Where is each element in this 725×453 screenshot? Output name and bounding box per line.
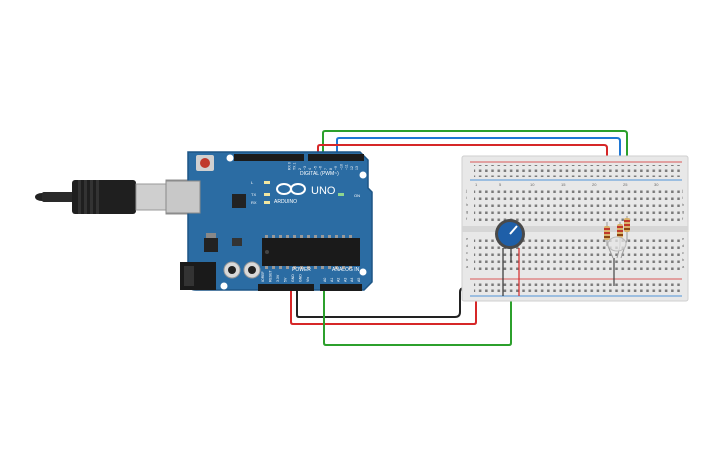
row-letter: c xyxy=(466,250,468,255)
row-letter: j xyxy=(681,188,683,193)
wire-green-top[interactable] xyxy=(322,130,628,222)
analog-pin-label: A0 xyxy=(323,278,327,282)
row-letter: a xyxy=(682,264,685,269)
arduino-uno-board[interactable]: UNO ARDUINO DIGITAL (PWM~) POWER ANALOG … xyxy=(165,151,373,291)
row-letter: j xyxy=(465,188,467,193)
board-brand: ARDUINO xyxy=(274,199,297,205)
wire-red-top[interactable] xyxy=(317,144,608,222)
wire-blue[interactable] xyxy=(336,137,621,222)
digital-pin-label: ~9 xyxy=(334,166,338,170)
digital-pin-label: RX 0 xyxy=(287,162,291,170)
digital-label: DIGITAL (PWM~) xyxy=(300,171,339,177)
row-letter: e xyxy=(466,236,469,241)
analog-pin-label: A2 xyxy=(337,278,341,282)
row-letter: d xyxy=(682,243,684,248)
digital-pin-label: ~10 xyxy=(339,164,343,170)
power-pin-label: 3.3V xyxy=(276,274,280,282)
row-letter: b xyxy=(466,257,469,262)
row-letter: i xyxy=(682,195,683,200)
board-name: UNO xyxy=(311,185,336,197)
resistors xyxy=(604,216,630,246)
usb-socket xyxy=(165,180,201,214)
voltage-regulator xyxy=(204,238,218,252)
col-number-20: 20 xyxy=(592,182,597,187)
tx-label: TX xyxy=(251,192,256,197)
wire-black-gnd[interactable] xyxy=(296,287,476,318)
atmega-chip xyxy=(262,235,360,269)
reset-button[interactable] xyxy=(196,155,214,171)
crystal xyxy=(232,238,242,246)
col-number-25: 25 xyxy=(623,182,628,187)
digital-pin-label: TX 1 xyxy=(293,163,297,170)
analog-pin-label: A5 xyxy=(357,278,361,282)
power-pin-label: GND xyxy=(291,274,295,282)
row-letter: g xyxy=(682,209,684,214)
power-jack-icon xyxy=(180,262,216,290)
row-letter: e xyxy=(682,236,685,241)
top-rail-holes xyxy=(474,165,680,177)
digital-pin-label: ~3 xyxy=(303,166,307,170)
digital-pin-label: 13 xyxy=(355,166,359,170)
wire-red-5v[interactable] xyxy=(290,289,477,325)
wire-green-a0[interactable] xyxy=(323,262,512,346)
power-pin-label: GND xyxy=(299,274,303,282)
arduino-logo-icon xyxy=(276,183,306,195)
bottom-rail-holes xyxy=(474,282,680,294)
digital-pin-label: ~5 xyxy=(313,166,317,170)
power-analog-header xyxy=(258,284,362,291)
row-letter: f xyxy=(466,216,468,221)
col-number-10: 10 xyxy=(530,182,535,187)
row-letter: h xyxy=(466,202,468,207)
capacitors xyxy=(223,261,261,279)
on-label: ON xyxy=(354,193,360,198)
row-letter: h xyxy=(682,202,684,207)
digital-header xyxy=(234,154,364,161)
row-letter: d xyxy=(466,243,468,248)
analog-label: ANALOG IN xyxy=(332,267,360,273)
digital-pin-label: 4 xyxy=(308,168,312,170)
power-pin-label: RESET xyxy=(269,269,273,282)
analog-pin-label: A1 xyxy=(330,278,334,282)
rgb-led-icon[interactable] xyxy=(607,236,628,286)
resistor-3 xyxy=(624,216,630,240)
top-terminal-holes xyxy=(474,188,680,223)
col-number-5: 5 xyxy=(499,182,502,187)
col-number-1: 1 xyxy=(475,182,478,187)
row-letter: i xyxy=(466,195,467,200)
row-letter: f xyxy=(682,216,684,221)
rx-label: RX xyxy=(251,200,257,205)
resistor-1 xyxy=(604,222,610,246)
power-pin-label: 5V xyxy=(284,277,288,282)
wires xyxy=(290,130,628,346)
digital-pin-label: 8 xyxy=(329,168,333,170)
analog-pin-label: A4 xyxy=(350,278,354,282)
col-number-15: 15 xyxy=(561,182,566,187)
row-letter: a xyxy=(466,264,469,269)
power-pin-label: Vin xyxy=(306,277,310,282)
analog-pin-label: A3 xyxy=(343,278,347,282)
digital-pin-label: 12 xyxy=(350,166,354,170)
row-letter: c xyxy=(682,250,684,255)
power-label: POWER xyxy=(292,267,311,273)
row-letter: g xyxy=(466,209,468,214)
potentiometer-icon[interactable] xyxy=(495,219,525,296)
power-pin-label: IOREF xyxy=(261,271,265,282)
usb-chip xyxy=(232,194,246,208)
digital-pin-label: ~11 xyxy=(345,164,349,170)
l-label: L xyxy=(251,180,254,185)
digital-pin-label: 7 xyxy=(324,168,328,170)
col-number-30: 30 xyxy=(654,182,659,187)
digital-pin-label: ~6 xyxy=(319,166,323,170)
digital-pin-label: 2 xyxy=(298,168,302,170)
breadboard[interactable]: 1 5 10 15 20 25 30 xyxy=(461,155,689,302)
row-letter: b xyxy=(682,257,685,262)
